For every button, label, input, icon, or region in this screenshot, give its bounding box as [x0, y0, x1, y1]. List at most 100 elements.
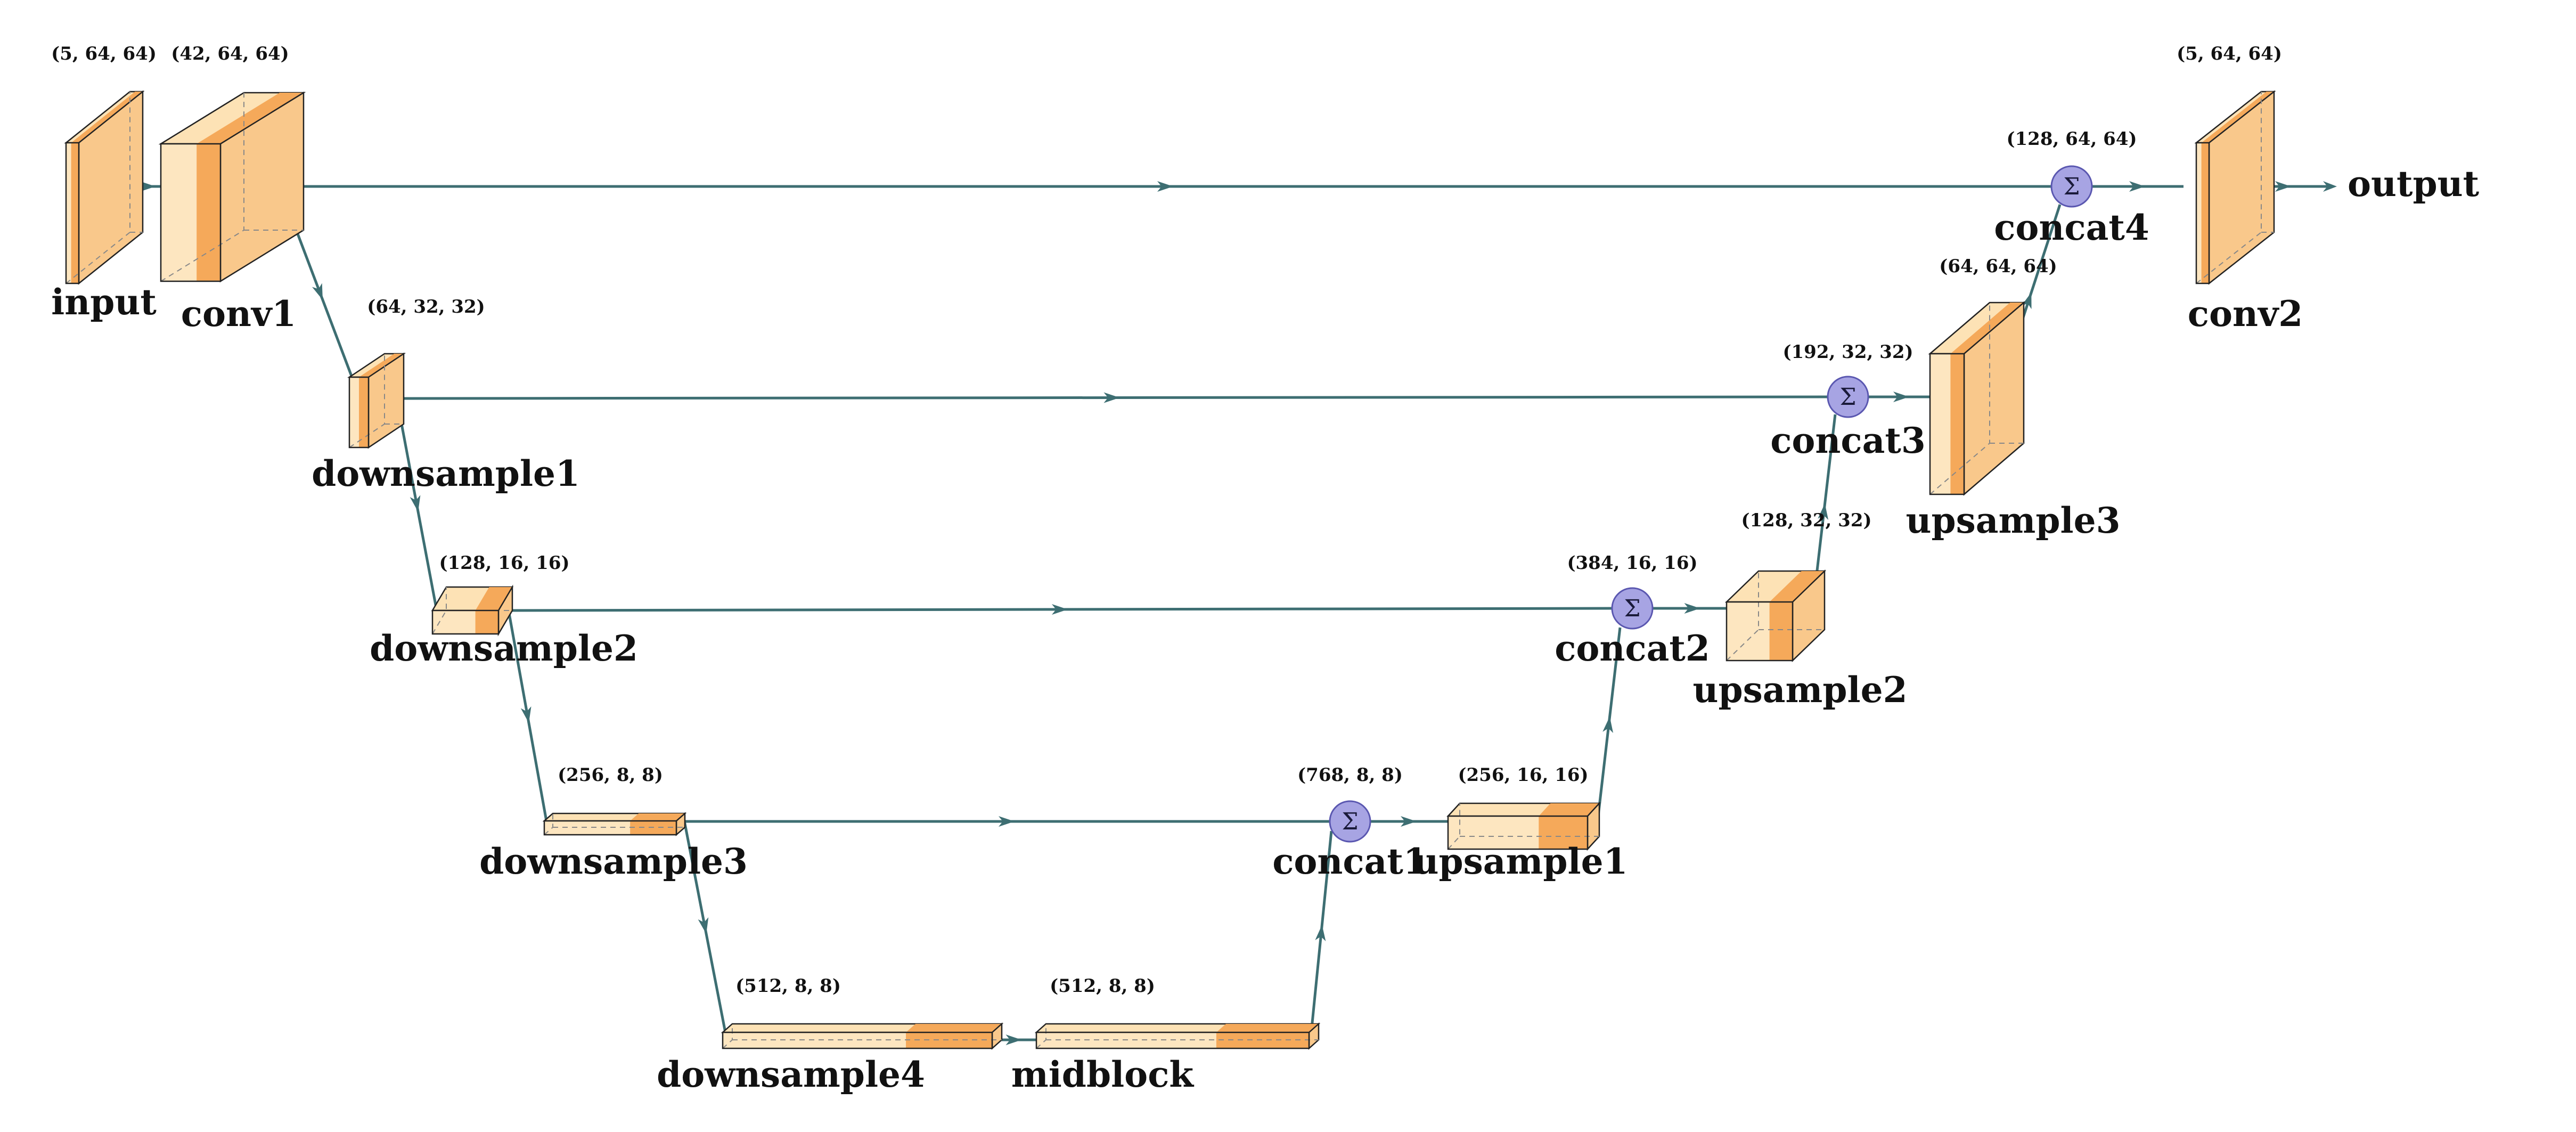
conv2-top-accent	[2201, 92, 2274, 143]
upsample2-front-accent	[1769, 602, 1793, 661]
concat1-dims: (768, 8, 8)	[1297, 764, 1403, 786]
conv2-front-accent	[2201, 143, 2209, 283]
upsample2-dims: (128, 32, 32)	[1741, 510, 1871, 531]
edge-upsample1-concat2	[1596, 627, 1622, 821]
conv2-hidden-edges	[2196, 92, 2262, 284]
skip-downsample3-concat1	[684, 816, 1330, 827]
downsample2-box	[431, 584, 514, 637]
downsample3-dims: (256, 8, 8)	[558, 764, 663, 786]
edge-downsample1-downsample2	[395, 398, 438, 611]
conv1-dims: (42, 64, 64)	[171, 43, 289, 64]
conv1-top-accent	[197, 93, 304, 144]
input-side-face	[78, 90, 144, 285]
downsample4-box	[721, 1022, 1004, 1050]
input-front-accent	[71, 143, 79, 283]
upsample3-label: upsample3	[1906, 500, 2120, 541]
concat4-dims: (128, 64, 64)	[2006, 128, 2137, 150]
layer-boxes	[64, 90, 2276, 1050]
conv1-front-outline	[160, 143, 222, 282]
downsample2-front-accent	[475, 610, 498, 634]
upsample2-box	[1724, 569, 1827, 662]
skip-downsample2-concat2	[508, 604, 1613, 615]
midblock-box	[1034, 1022, 1321, 1050]
upsample1-front-accent	[1539, 816, 1588, 849]
upsample2-top-accent	[1769, 571, 1825, 602]
downsample4-label: downsample4	[657, 1054, 925, 1095]
input-box	[64, 90, 145, 285]
input-top-accent	[71, 92, 143, 143]
downsample4-front-outline	[722, 1031, 993, 1049]
conv2-box	[2194, 90, 2276, 285]
downsample3-label: downsample3	[479, 841, 748, 882]
upsample2-label: upsample2	[1692, 669, 1907, 711]
midblock-front-outline	[1035, 1031, 1310, 1049]
upsample1-label: upsample1	[1413, 841, 1628, 882]
upsample2-front-outline	[1725, 601, 1794, 662]
input-label: input	[51, 281, 157, 323]
skip-downsample1-concat3	[396, 392, 1828, 403]
conv2-side-face	[2208, 90, 2275, 285]
concat1-label: concat1	[1272, 841, 1428, 882]
conv1-box	[158, 91, 306, 283]
edge-concat1-upsample1	[1370, 816, 1448, 827]
upsample3-front-outline	[1929, 353, 1965, 495]
output-label: output	[2348, 163, 2480, 205]
concat3-sigma-symbol: Σ	[1839, 384, 1856, 411]
concat3-sum-node	[1827, 376, 1869, 418]
concat3-dims: (192, 32, 32)	[1782, 341, 1913, 363]
conv2-label: conv2	[2188, 293, 2303, 335]
upsample3-dims: (64, 64, 64)	[1939, 256, 2057, 277]
downsample3-front-outline	[543, 820, 677, 836]
concat3-label: concat3	[1770, 420, 1926, 461]
downsample2-label: downsample2	[370, 628, 638, 669]
conv2-front-outline	[2195, 142, 2210, 284]
edge-concat4-conv2	[2092, 181, 2184, 192]
conv1-front-accent	[197, 144, 220, 281]
midblock-top-accent	[1216, 1024, 1319, 1032]
downsample2-dims: (128, 16, 16)	[439, 552, 569, 574]
labels-layer: input (5, 64, 64) conv1 (42, 64, 64) downsam…	[51, 43, 2480, 1095]
concat4-sigma-symbol: Σ	[2063, 173, 2080, 200]
concat2-sum-node	[1611, 587, 1654, 630]
midblock-label: midblock	[1011, 1054, 1194, 1095]
downsample1-box	[347, 352, 406, 449]
concat4-sum-node	[2050, 165, 2093, 208]
skip-conv1-concat4	[280, 181, 2051, 192]
downsample1-front-outline	[348, 376, 370, 449]
concat2-dims: (384, 16, 16)	[1567, 552, 1697, 574]
downsample4-dims: (512, 8, 8)	[735, 975, 841, 997]
upsample1-hidden-edges	[1448, 803, 1460, 850]
edge-downsample3-downsample4	[683, 820, 727, 1033]
upsample1-front-outline	[1447, 815, 1589, 850]
edge-concat3-upsample3	[1868, 392, 1935, 402]
concat1-sigma-symbol: Σ	[1342, 808, 1358, 835]
conv2-dims: (5, 64, 64)	[2177, 43, 2282, 64]
upsample3-top-accent	[1950, 303, 2024, 354]
edge-downsample2-downsample3	[507, 610, 548, 821]
conv1-label: conv1	[181, 293, 296, 335]
edge-midblock-concat1	[1310, 830, 1333, 1034]
downsample3-top-accent	[630, 813, 685, 821]
downsample1-label: downsample1	[312, 453, 580, 494]
downsample1-dims: (64, 32, 32)	[367, 296, 485, 317]
midblock-dims: (512, 8, 8)	[1050, 975, 1155, 997]
downsample4-front-accent	[906, 1032, 992, 1048]
concat2-sigma-symbol: Σ	[1624, 595, 1640, 622]
connections-layer	[104, 181, 2337, 1045]
downsample3-box	[542, 812, 687, 836]
downsample2-hidden-edges	[432, 587, 447, 634]
upsample3-front-accent	[1950, 354, 1964, 494]
input-front-outline	[65, 142, 80, 284]
edge-concat2-upsample2	[1653, 603, 1733, 614]
downsample1-front-accent	[359, 377, 369, 447]
upsample2-hidden-edges	[1726, 571, 1759, 661]
downsample2-front-outline	[431, 609, 500, 635]
upsample1-box	[1446, 801, 1601, 851]
input-dims: (5, 64, 64)	[51, 43, 157, 64]
downsample4-top-accent	[906, 1024, 1002, 1032]
upsample3-box	[1928, 301, 2026, 496]
upsample1-dims: (256, 16, 16)	[1458, 764, 1588, 786]
concat4-label: concat4	[1994, 207, 2149, 248]
downsample1-top-accent	[359, 354, 404, 377]
concat-nodes: Σ Σ Σ Σ	[1329, 165, 2093, 843]
